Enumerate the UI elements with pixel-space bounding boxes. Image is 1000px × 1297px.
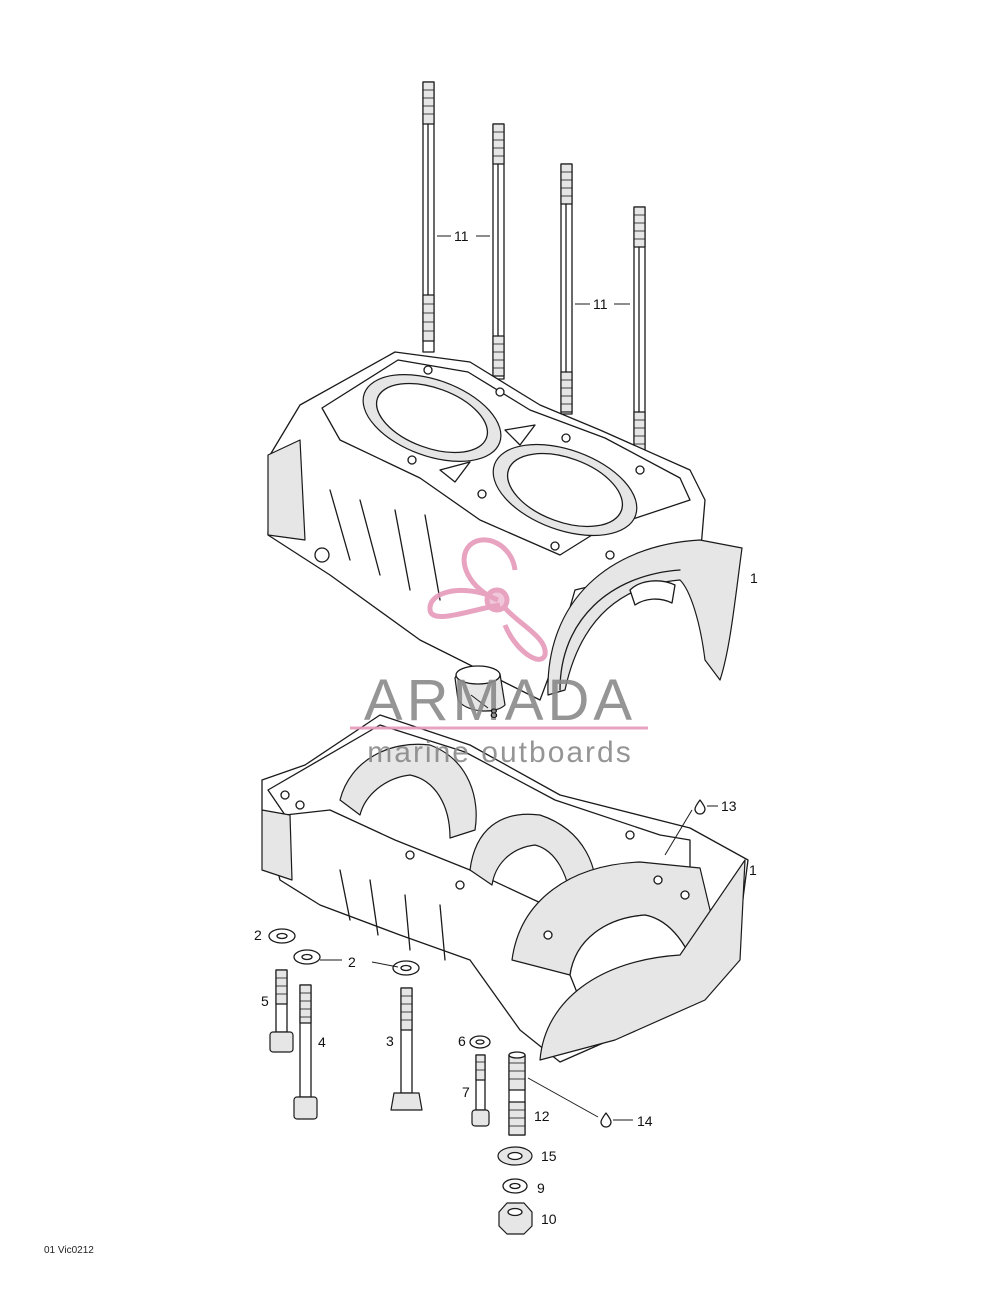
bolt-part-5 (269, 969, 294, 1053)
leader-lines (320, 235, 718, 1121)
upper-crankcase (267, 351, 743, 701)
watermark-tagline: marine outboards (367, 736, 632, 769)
callout-4: 4 (318, 1034, 326, 1050)
washer-part-2 (293, 949, 321, 965)
callout-14: 14 (637, 1113, 653, 1129)
watermark-brand: ARMADA (364, 668, 636, 733)
callout-15: 15 (541, 1148, 557, 1164)
bolt-part-4 (293, 984, 318, 1120)
plug-part-8 (454, 665, 506, 712)
stud-part-11 (492, 123, 505, 380)
washer-part-6 (469, 1035, 491, 1049)
callout-5: 5 (261, 993, 269, 1009)
washer-part-15 (497, 1146, 533, 1166)
callout-13: 13 (721, 798, 737, 814)
bolt-part-3 (390, 987, 423, 1111)
sealant-drop-icon (694, 799, 706, 815)
callout-11: 11 (454, 228, 469, 244)
nut-part-10 (498, 1202, 533, 1235)
callout-2: 2 (254, 927, 262, 943)
studs-group (422, 81, 646, 456)
washer-part-2 (268, 928, 296, 944)
stud-part-11 (422, 81, 435, 353)
callout-11: 11 (593, 296, 608, 312)
callout-7: 7 (462, 1084, 470, 1100)
stud-part-12 (508, 1051, 526, 1136)
lockwasher-part-9 (502, 1178, 528, 1194)
callout-8: 8 (490, 705, 498, 721)
callout-3: 3 (386, 1033, 394, 1049)
screw-part-7 (471, 1054, 490, 1127)
washer-part-2 (392, 960, 420, 976)
lower-crankcase (261, 714, 749, 1063)
stud-part-11 (633, 206, 646, 456)
callout-12: 12 (534, 1108, 550, 1124)
watermark: ARMADA marine outboards (350, 537, 648, 769)
figure-code: 01 Vic0212 (44, 1245, 94, 1256)
callout-2: 2 (348, 954, 356, 970)
callout-10: 10 (541, 1211, 557, 1227)
callout-9: 9 (537, 1180, 545, 1196)
propeller-logo-icon (427, 537, 548, 662)
callout-1: 1 (749, 862, 757, 878)
stud-part-11 (560, 163, 573, 415)
callout-6: 6 (458, 1033, 466, 1049)
callout-labels: 11 11 1 8 13 1 2 2 5 4 3 6 7 12 14 15 9 … (254, 228, 758, 1227)
sealant-drop-icon (600, 1112, 612, 1128)
callout-1: 1 (750, 570, 758, 586)
